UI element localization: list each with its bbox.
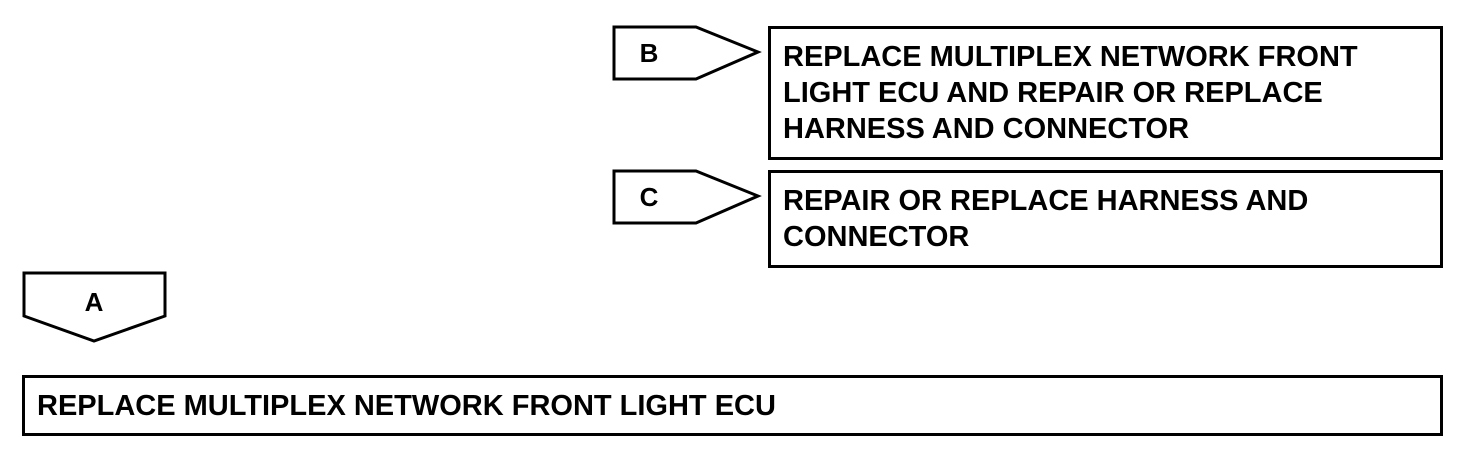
branch-c-result-box: REPAIR OR REPLACE HARNESS AND CONNECTOR: [768, 170, 1443, 268]
branch-a-label: A: [84, 287, 104, 317]
branch-b-result-line: LIGHT ECU AND REPAIR OR REPLACE: [783, 77, 1323, 109]
branch-b-arrow-icon: [612, 25, 762, 81]
branch-a-arrow-icon: [22, 271, 167, 343]
branch-c-arrow-icon: [612, 169, 762, 225]
branch-b-result-line: HARNESS AND CONNECTOR: [783, 113, 1190, 145]
branch-c-result-line: CONNECTOR: [783, 221, 970, 253]
branch-b-result-box: REPLACE MULTIPLEX NETWORK FRONT LIGHT EC…: [768, 26, 1443, 160]
branch-c-label: C: [639, 182, 659, 212]
branch-b-result-line: REPLACE MULTIPLEX NETWORK FRONT: [783, 41, 1358, 73]
branch-b-label: B: [639, 38, 659, 68]
branch-c-result-line: REPAIR OR REPLACE HARNESS AND: [783, 185, 1309, 217]
branch-a-result-box: REPLACE MULTIPLEX NETWORK FRONT LIGHT EC…: [22, 375, 1443, 436]
branch-a-result-line: REPLACE MULTIPLEX NETWORK FRONT LIGHT EC…: [37, 390, 776, 422]
